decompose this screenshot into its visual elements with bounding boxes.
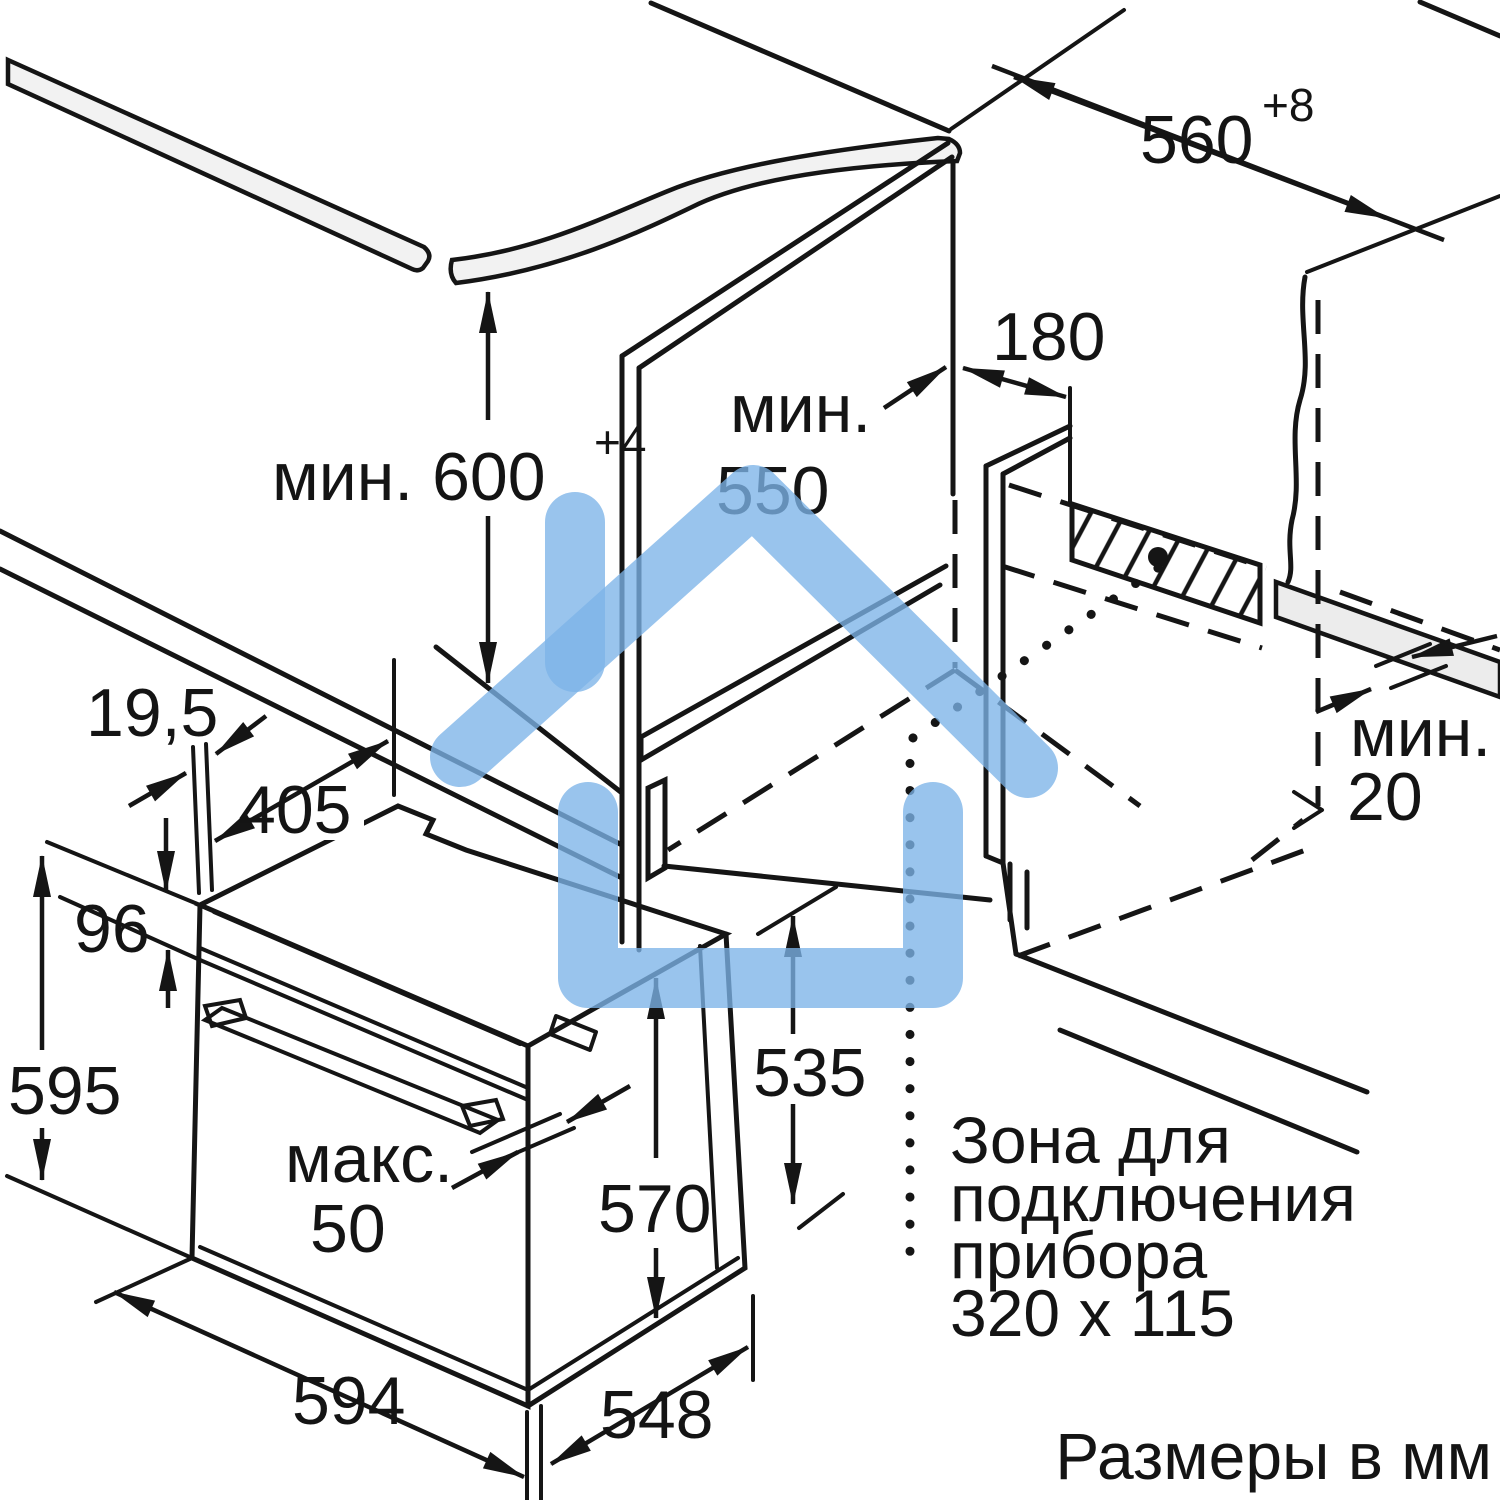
dim-50-arrow-a (565, 1084, 632, 1124)
dim-20-arrow-a (1411, 633, 1498, 660)
right-plinth-edge-upper (1013, 951, 1370, 1095)
dim-19-edge-b (204, 742, 214, 892)
zone-note-line3: прибора (950, 1218, 1208, 1292)
dim-550-leader (882, 365, 948, 410)
units-note: Размеры в мм (1055, 1419, 1492, 1493)
oven-handle-cap-right (459, 1097, 506, 1129)
label-niche-width: 560 (1140, 102, 1253, 178)
label-niche-width-sup: +8 (1262, 79, 1314, 131)
zone-note-line2: подключения (950, 1161, 1356, 1235)
dim-594-line (113, 1289, 525, 1480)
label-body-depth: 548 (600, 1377, 713, 1453)
right-panel-top-inner (1000, 435, 1073, 477)
lower-countertop-edge-2 (0, 566, 625, 881)
lower-countertop-edge-1 (0, 528, 625, 848)
hidden-back-top (1008, 482, 1267, 571)
right-panel-bottom-join (983, 853, 1006, 866)
dimension-labels: мин. 600 +4 мин. 550 180 560 +8 19,5 405… (8, 79, 1491, 1453)
dim-50-arrow-b (450, 1150, 520, 1190)
label-niche-height: мин. 600 (272, 439, 546, 515)
label-rear-gap-1: мин. (1350, 695, 1491, 771)
label-rear-gap-2: 20 (1347, 759, 1423, 835)
label-oven-height: 595 (8, 1053, 121, 1129)
dimension-annotations (5, 8, 1500, 1500)
wall-wavy-break (1285, 274, 1308, 585)
label-body-rear-height: 535 (753, 1035, 866, 1111)
dim-560-ext-left (949, 8, 1126, 131)
label-front-overhang: 19,5 (86, 675, 218, 751)
label-body-height: 570 (598, 1171, 711, 1247)
dim-20-arrow-b (1315, 686, 1372, 715)
dim-405-line (213, 739, 390, 843)
oven-top-inner-line (212, 910, 522, 1046)
dim-595-ext-bottom (5, 1174, 194, 1260)
dim-535-ext-top (756, 885, 838, 936)
tall-cabinet-panel-outer (619, 140, 951, 359)
oven-drawing (189, 803, 748, 1410)
dim-560-ext-right (1305, 194, 1500, 274)
connection-point-dot (1148, 547, 1168, 567)
dim-535-ext-bottom (797, 1192, 845, 1230)
countertop-left-slab (5, 56, 432, 273)
countertop-corner-edge (1417, 0, 1500, 39)
connection-zone-hatch (1069, 500, 1263, 627)
right-plinth-edge-lower (1057, 1027, 1360, 1155)
oven-panel-seam-lower (198, 958, 530, 1102)
countertop-right-slab (448, 135, 963, 286)
oven-panel-seam-upper (198, 946, 530, 1090)
right-panel-top-outer (983, 423, 1073, 469)
connection-dotted-leader (905, 563, 1163, 1259)
hidden-floor-left (666, 667, 957, 853)
dim-180-line (962, 365, 1067, 400)
niche-stub-panel (645, 776, 668, 883)
zone-note-line1: Зона для (950, 1103, 1231, 1177)
tall-cabinet-panel-inner (636, 154, 955, 371)
dim-594-ext-left (94, 1256, 194, 1304)
hidden-bottom-edge (1017, 841, 1323, 959)
label-back-offset: 180 (992, 299, 1105, 375)
dim-50-edge-a (470, 1112, 562, 1154)
oven-handle-cap-left (202, 997, 249, 1029)
right-panel-bottom-edge (1000, 860, 1019, 957)
label-panel-height: 96 (74, 891, 150, 967)
label-niche-height-sup: +4 (594, 416, 646, 468)
connection-zone-note: Зона для подключения прибора 320 x 115 (950, 1103, 1356, 1350)
label-top-depth: 405 (238, 772, 351, 848)
dim-548-line (549, 1345, 750, 1466)
oven-side-slot (548, 1014, 598, 1052)
dim-96-ext-top (45, 840, 202, 907)
label-niche-depth-1: мин. (730, 371, 871, 447)
label-door-max-1: макс. (285, 1121, 453, 1197)
dim-19-arrow-a (214, 714, 268, 756)
dim-20-edge-b (1389, 664, 1448, 690)
hidden-floor-right (953, 667, 1142, 809)
label-door-max-2: 50 (310, 1191, 386, 1267)
dim-19-arrow-b (127, 771, 188, 808)
hidden-edges (666, 300, 1500, 1259)
hidden-short-segment (1250, 818, 1305, 862)
dim-560-line (1013, 74, 1387, 221)
hidden-back-bottom (1001, 563, 1263, 651)
dim-19-edge-a (191, 745, 201, 895)
home-watermark-base (558, 782, 963, 1008)
home-watermark-icon (430, 465, 1058, 1008)
back-wall-top-edge (648, 0, 952, 134)
zone-note-line4: 320 x 115 (950, 1276, 1235, 1350)
label-oven-width: 594 (292, 1363, 405, 1439)
